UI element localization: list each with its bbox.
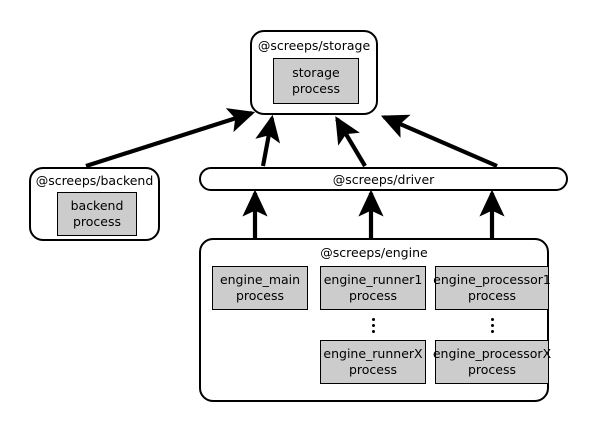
process-engine-runner1-line1: engine_runner1 xyxy=(323,272,423,287)
process-engine-processorx-line2: process xyxy=(467,362,517,377)
package-backend[interactable]: @screeps/backend backend process xyxy=(29,167,160,241)
process-backend-line1: backend xyxy=(70,198,124,213)
ellipsis-processor xyxy=(435,314,549,336)
process-engine-processorx-line1: engine_processorX xyxy=(432,346,552,361)
process-engine-processor1-line1: engine_processor1 xyxy=(433,272,551,287)
package-engine[interactable]: @screeps/engine engine_main process engi… xyxy=(199,238,552,402)
ellipsis-dot xyxy=(371,323,375,327)
package-backend-title: @screeps/backend xyxy=(35,173,154,188)
process-storage-line2: process xyxy=(291,81,341,96)
process-storage[interactable]: storage process xyxy=(273,58,359,104)
ellipsis-dot xyxy=(371,317,375,321)
process-engine-runnerx-line2: process xyxy=(348,362,398,377)
edge-backend-to-storage xyxy=(85,108,256,169)
package-driver-title: @screeps/driver xyxy=(332,171,435,187)
process-engine-main-line1: engine_main xyxy=(219,272,301,287)
ellipsis-dot xyxy=(371,329,375,333)
ellipsis-dot xyxy=(490,323,494,327)
process-engine-processorx[interactable]: engine_processorX process xyxy=(432,340,552,384)
ellipsis-dot xyxy=(490,329,494,333)
process-engine-runner1[interactable]: engine_runner1 process xyxy=(320,266,426,310)
package-storage[interactable]: @screeps/storage storage process xyxy=(250,30,378,115)
edge-driver-mid-to-storage xyxy=(335,116,367,168)
package-storage-title: @screeps/storage xyxy=(257,38,371,53)
process-engine-main[interactable]: engine_main process xyxy=(212,266,308,310)
process-engine-runnerx[interactable]: engine_runnerX process xyxy=(320,340,426,384)
ellipsis-runner xyxy=(320,314,426,336)
ellipsis-dot xyxy=(490,317,494,321)
process-engine-runnerx-line1: engine_runnerX xyxy=(323,346,423,361)
process-engine-main-line2: process xyxy=(235,288,285,303)
edge-driver-right-to-storage xyxy=(380,114,498,168)
process-engine-processor1[interactable]: engine_processor1 process xyxy=(433,266,551,310)
edge-driver-left-to-storage xyxy=(255,114,281,167)
package-engine-title: @screeps/engine xyxy=(320,245,428,260)
process-backend-line2: process xyxy=(72,214,122,229)
package-driver[interactable]: @screeps/driver xyxy=(199,167,568,191)
process-engine-runner1-line2: process xyxy=(348,288,398,303)
process-storage-line1: storage xyxy=(292,65,340,80)
process-backend[interactable]: backend process xyxy=(57,192,137,236)
process-engine-processor1-line2: process xyxy=(467,288,517,303)
